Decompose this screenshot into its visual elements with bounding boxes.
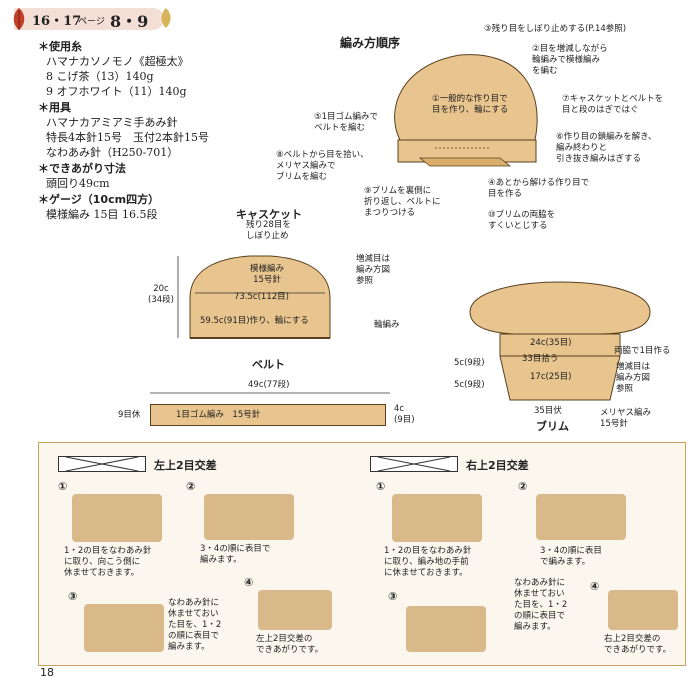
cross-left-step2-number: ② — [186, 480, 196, 493]
order-step-3: ③残り目をしぼり止めする(P.14参照) — [484, 24, 627, 34]
cross-right-step1-illustration — [392, 494, 482, 542]
casquette-bottom-note: 輪編み — [374, 320, 400, 330]
brim-side-note-1: 両脇で1目作る — [614, 346, 671, 356]
gauge-line-1: 模様編み 15目 16.5段 — [46, 208, 158, 221]
cable-chart-symbol — [58, 456, 146, 472]
header-pattern-no: 8・9 — [110, 12, 149, 31]
cross-right-step3-number: ③ — [388, 590, 398, 603]
brim-height-2: 5c(9段) — [454, 380, 485, 390]
header-pages-suffix: ページ — [78, 17, 105, 27]
belt-body-label: 1目ゴム編み 15号針 — [176, 410, 261, 420]
cross-left-step4-illustration — [258, 590, 332, 630]
cross-left-step3-number: ③ — [68, 590, 78, 603]
header-ribbon — [14, 8, 164, 30]
order-step-9: ⑨ブリムを裏側に 折り返し、ベルトに まつりつける — [364, 186, 441, 218]
header-pages: 16・17 — [32, 14, 82, 29]
casquette-title: キャスケット — [236, 208, 302, 221]
cross-right-step1-text: 1・2の目をなわあみ針 に取り、編み地の手前 に休ませておきます。 — [384, 546, 472, 578]
cross-right-step4-text: 右上2目交差の できあがりです。 — [604, 634, 672, 655]
order-step-7: ⑦キャスケットとベルトを 目と段のはぎではぐ — [562, 94, 664, 115]
order-step-6: ⑥作り目の鎖編みを解き、 編み終わりと 引き抜き編みはぎする — [556, 132, 657, 164]
tools-brand: ハマナカアミアミ手あみ針 — [46, 116, 178, 129]
cross-left-step1-illustration — [72, 494, 162, 542]
belt-dimension-line — [150, 392, 390, 394]
yarn-line-1: 8 こげ茶（13）140g — [46, 70, 154, 83]
order-step-1: ①一般的な作り目で 目を作り、輪にする — [432, 94, 509, 115]
leaf-icon — [13, 8, 25, 30]
casquette-side-note: 増減目は 編み方図 参照 — [356, 254, 391, 286]
cross-left-step4-number: ④ — [244, 576, 254, 589]
brim-stitch-note: メリヤス編み 15号針 — [600, 408, 652, 429]
cross-left-step2-text: 3・4の順に表目で 編みます。 — [200, 544, 271, 565]
size-line-1: 頭回り49cm — [46, 177, 110, 190]
cross-right-title: 右上2目交差 — [466, 459, 529, 472]
brim-title: ブリム — [536, 420, 569, 433]
yarn-heading: ＊使用糸 — [38, 40, 82, 53]
tools-line-2: なわあみ針（H250-701） — [46, 146, 179, 159]
cross-left-step4-text: 左上2目交差の できあがりです。 — [256, 634, 324, 655]
cross-right-step4-illustration — [608, 590, 678, 630]
cross-left-step1-number: ① — [58, 480, 68, 493]
casquette-height-label: 20c (34段) — [148, 284, 174, 305]
cross-left-step2-illustration — [204, 494, 294, 540]
cross-left-title: 左上2目交差 — [154, 459, 217, 472]
order-step-10: ⑩ブリムの両脇を すくいとじする — [488, 210, 556, 231]
page-number: 18 — [40, 666, 54, 679]
brim-bind-off: 35目伏 — [534, 406, 562, 416]
brim-bottom-width: 17c(25目) — [530, 372, 572, 382]
casquette-width-label: 73.5c(112目) — [234, 292, 289, 302]
order-step-2: ②目を増減しながら 輪編みで模様編み を編む — [532, 44, 608, 76]
brim-height-1: 5c(9段) — [454, 358, 485, 368]
casquette-pattern-label: 模様編み 15号針 — [250, 264, 285, 285]
order-step-4: ④あとから解ける作り目で 目を作る — [488, 178, 590, 199]
tools-heading: ＊用具 — [38, 101, 71, 114]
gauge-heading: ＊ゲージ（10cm四方） — [38, 193, 160, 206]
order-step-8: ⑧ベルトから目を拾い、 メリヤス編みで ブリムを編む — [276, 150, 369, 182]
order-title: 編み方順序 — [340, 36, 401, 50]
cross-right-step2-number: ② — [518, 480, 528, 493]
yarn-line-2: 9 オフホワイト（11）140g — [46, 85, 187, 98]
cross-right-step4-number: ④ — [590, 580, 600, 593]
leaf-icon — [161, 8, 171, 28]
casquette-top-note: 残り28目を しぼり止め — [246, 220, 291, 241]
cable-chart-symbol — [370, 456, 458, 472]
casquette-shape — [177, 255, 331, 339]
brim-picked: 33目拾う — [522, 354, 559, 364]
belt-right-label: 4c (9目) — [394, 404, 415, 425]
cross-right-step3-illustration — [406, 606, 486, 652]
belt-left-label: 9目休 — [118, 410, 141, 420]
tools-line-1: 特長4本針15号 玉付2本針15号 — [46, 131, 209, 144]
cross-left-step3-illustration — [84, 604, 164, 652]
yarn-brand: ハマナカソノモノ《超極太》 — [46, 55, 189, 68]
casquette-cast-on-label: 59.5c(91目)作り、輪にする — [200, 316, 309, 326]
order-step-5: ⑤1目ゴム編みで ベルトを編む — [314, 112, 379, 133]
brim-pick-up-top: 24c(35目) — [530, 338, 572, 348]
cross-left-step1-text: 1・2の目をなわあみ針 に取り、向こう側に 休ませておきます。 — [64, 546, 152, 578]
cross-right-step2-text: 3・4の順に表目 で編みます。 — [540, 546, 602, 567]
belt-title: ベルト — [252, 358, 285, 371]
cross-right-step3-text: なわあみ針に 休ませておい た目を、1・2 の順に表目で 編みます。 — [514, 578, 568, 632]
cross-right-step1-number: ① — [376, 480, 386, 493]
belt-shape — [150, 404, 386, 426]
cross-right-step2-illustration — [536, 494, 626, 540]
size-heading: ＊できあがり寸法 — [38, 162, 126, 175]
brim-side-note-2: 増減目は 編み方図 参照 — [616, 362, 651, 394]
brim-shape — [469, 281, 651, 401]
belt-width-label: 49c(77段) — [248, 380, 290, 390]
assembly-diagram — [394, 54, 538, 167]
cross-left-step3-text: なわあみ針に 休ませておい た目を、1・2 の順に表目で 編みます。 — [168, 598, 222, 652]
